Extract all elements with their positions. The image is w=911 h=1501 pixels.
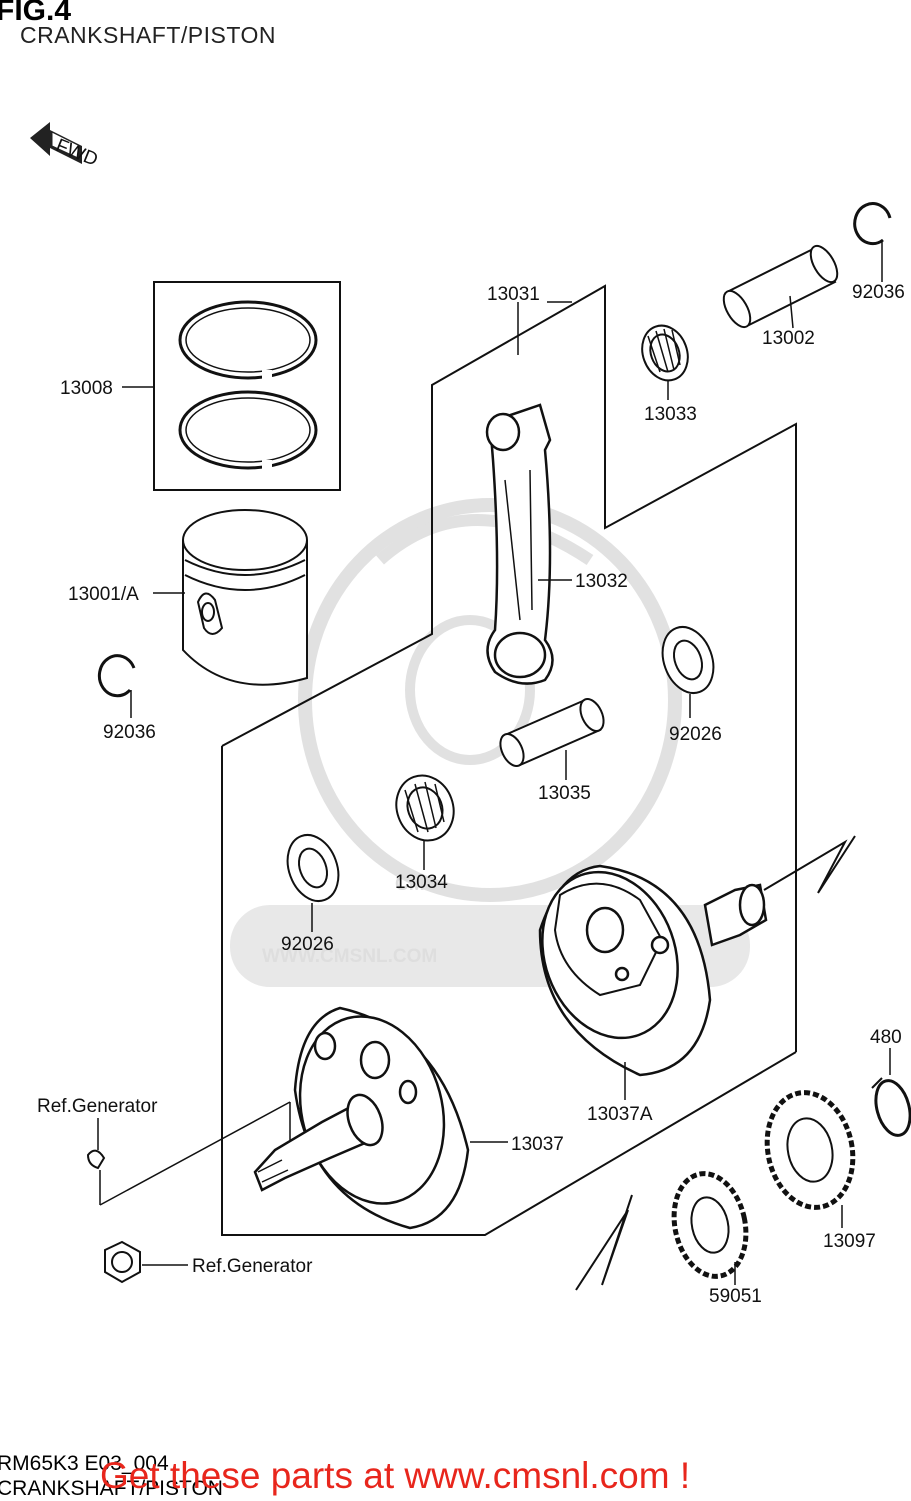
piston-rings xyxy=(153,281,341,491)
callout-13037: 13037 xyxy=(511,1134,564,1155)
small-end-bearing xyxy=(641,324,689,382)
watermark-url: WWW.CMSNL.COM xyxy=(262,946,437,967)
callout-13031: 13031 xyxy=(487,284,540,305)
connecting-rod xyxy=(485,403,554,685)
crank-pin xyxy=(499,698,605,767)
pump-gear xyxy=(671,1171,749,1279)
callout-92026-right: 92026 xyxy=(669,724,722,745)
break-lines xyxy=(575,835,856,1291)
thrust-washer-left xyxy=(286,834,340,902)
callout-13034: 13034 xyxy=(395,872,448,893)
footer-code: RM65K3 E03_004 xyxy=(0,1452,169,1475)
callout-92036-top: 92036 xyxy=(852,282,905,303)
woodruff-key-icon xyxy=(86,1149,106,1170)
callout-13033: 13033 xyxy=(644,404,697,425)
watermark-brand: CMS xyxy=(395,874,437,895)
piston-pin xyxy=(722,244,839,329)
leader-lines xyxy=(97,240,891,1285)
thrust-washer-right xyxy=(661,626,715,694)
piston xyxy=(182,509,308,686)
fwd-label: FWD xyxy=(53,135,101,171)
callout-13008: 13008 xyxy=(60,378,113,399)
figure-subtitle: CRANKSHAFT/PISTON xyxy=(20,22,276,48)
figure-title: FIG.4 xyxy=(0,0,72,27)
callout-ref-generator-nut: Ref.Generator xyxy=(192,1256,313,1277)
callout-480: 480 xyxy=(870,1027,902,1048)
circlip-top-icon xyxy=(853,202,892,246)
generator-nut-icon xyxy=(104,1240,141,1284)
forward-arrow-icon: FWD xyxy=(30,122,101,171)
callout-92026-left: 92026 xyxy=(281,934,334,955)
circlip-left-icon xyxy=(97,654,136,698)
footer-subtitle: CRANKSHAFT/PISTON xyxy=(0,1477,223,1500)
callout-13037a: 13037A xyxy=(587,1104,653,1125)
primary-gear xyxy=(764,1090,856,1210)
callout-ref-generator-key: Ref.Generator xyxy=(37,1096,158,1117)
callout-59051: 59051 xyxy=(709,1286,762,1307)
crankshaft-left-half xyxy=(253,1006,470,1230)
promo-link[interactable]: Get these parts at www.cmsnl.com ! xyxy=(100,1455,691,1496)
crankshaft-right-half xyxy=(538,864,768,1077)
callout-13032: 13032 xyxy=(575,571,628,592)
callout-13035: 13035 xyxy=(538,783,591,804)
assembly-outline xyxy=(221,284,797,1236)
callout-13002: 13002 xyxy=(762,328,815,349)
callout-13097: 13097 xyxy=(823,1231,876,1252)
callout-92036-left: 92036 xyxy=(103,722,156,743)
big-end-bearing xyxy=(395,774,455,842)
callout-13001a: 13001/A xyxy=(68,584,139,605)
gear-circlip-icon xyxy=(871,1077,911,1137)
